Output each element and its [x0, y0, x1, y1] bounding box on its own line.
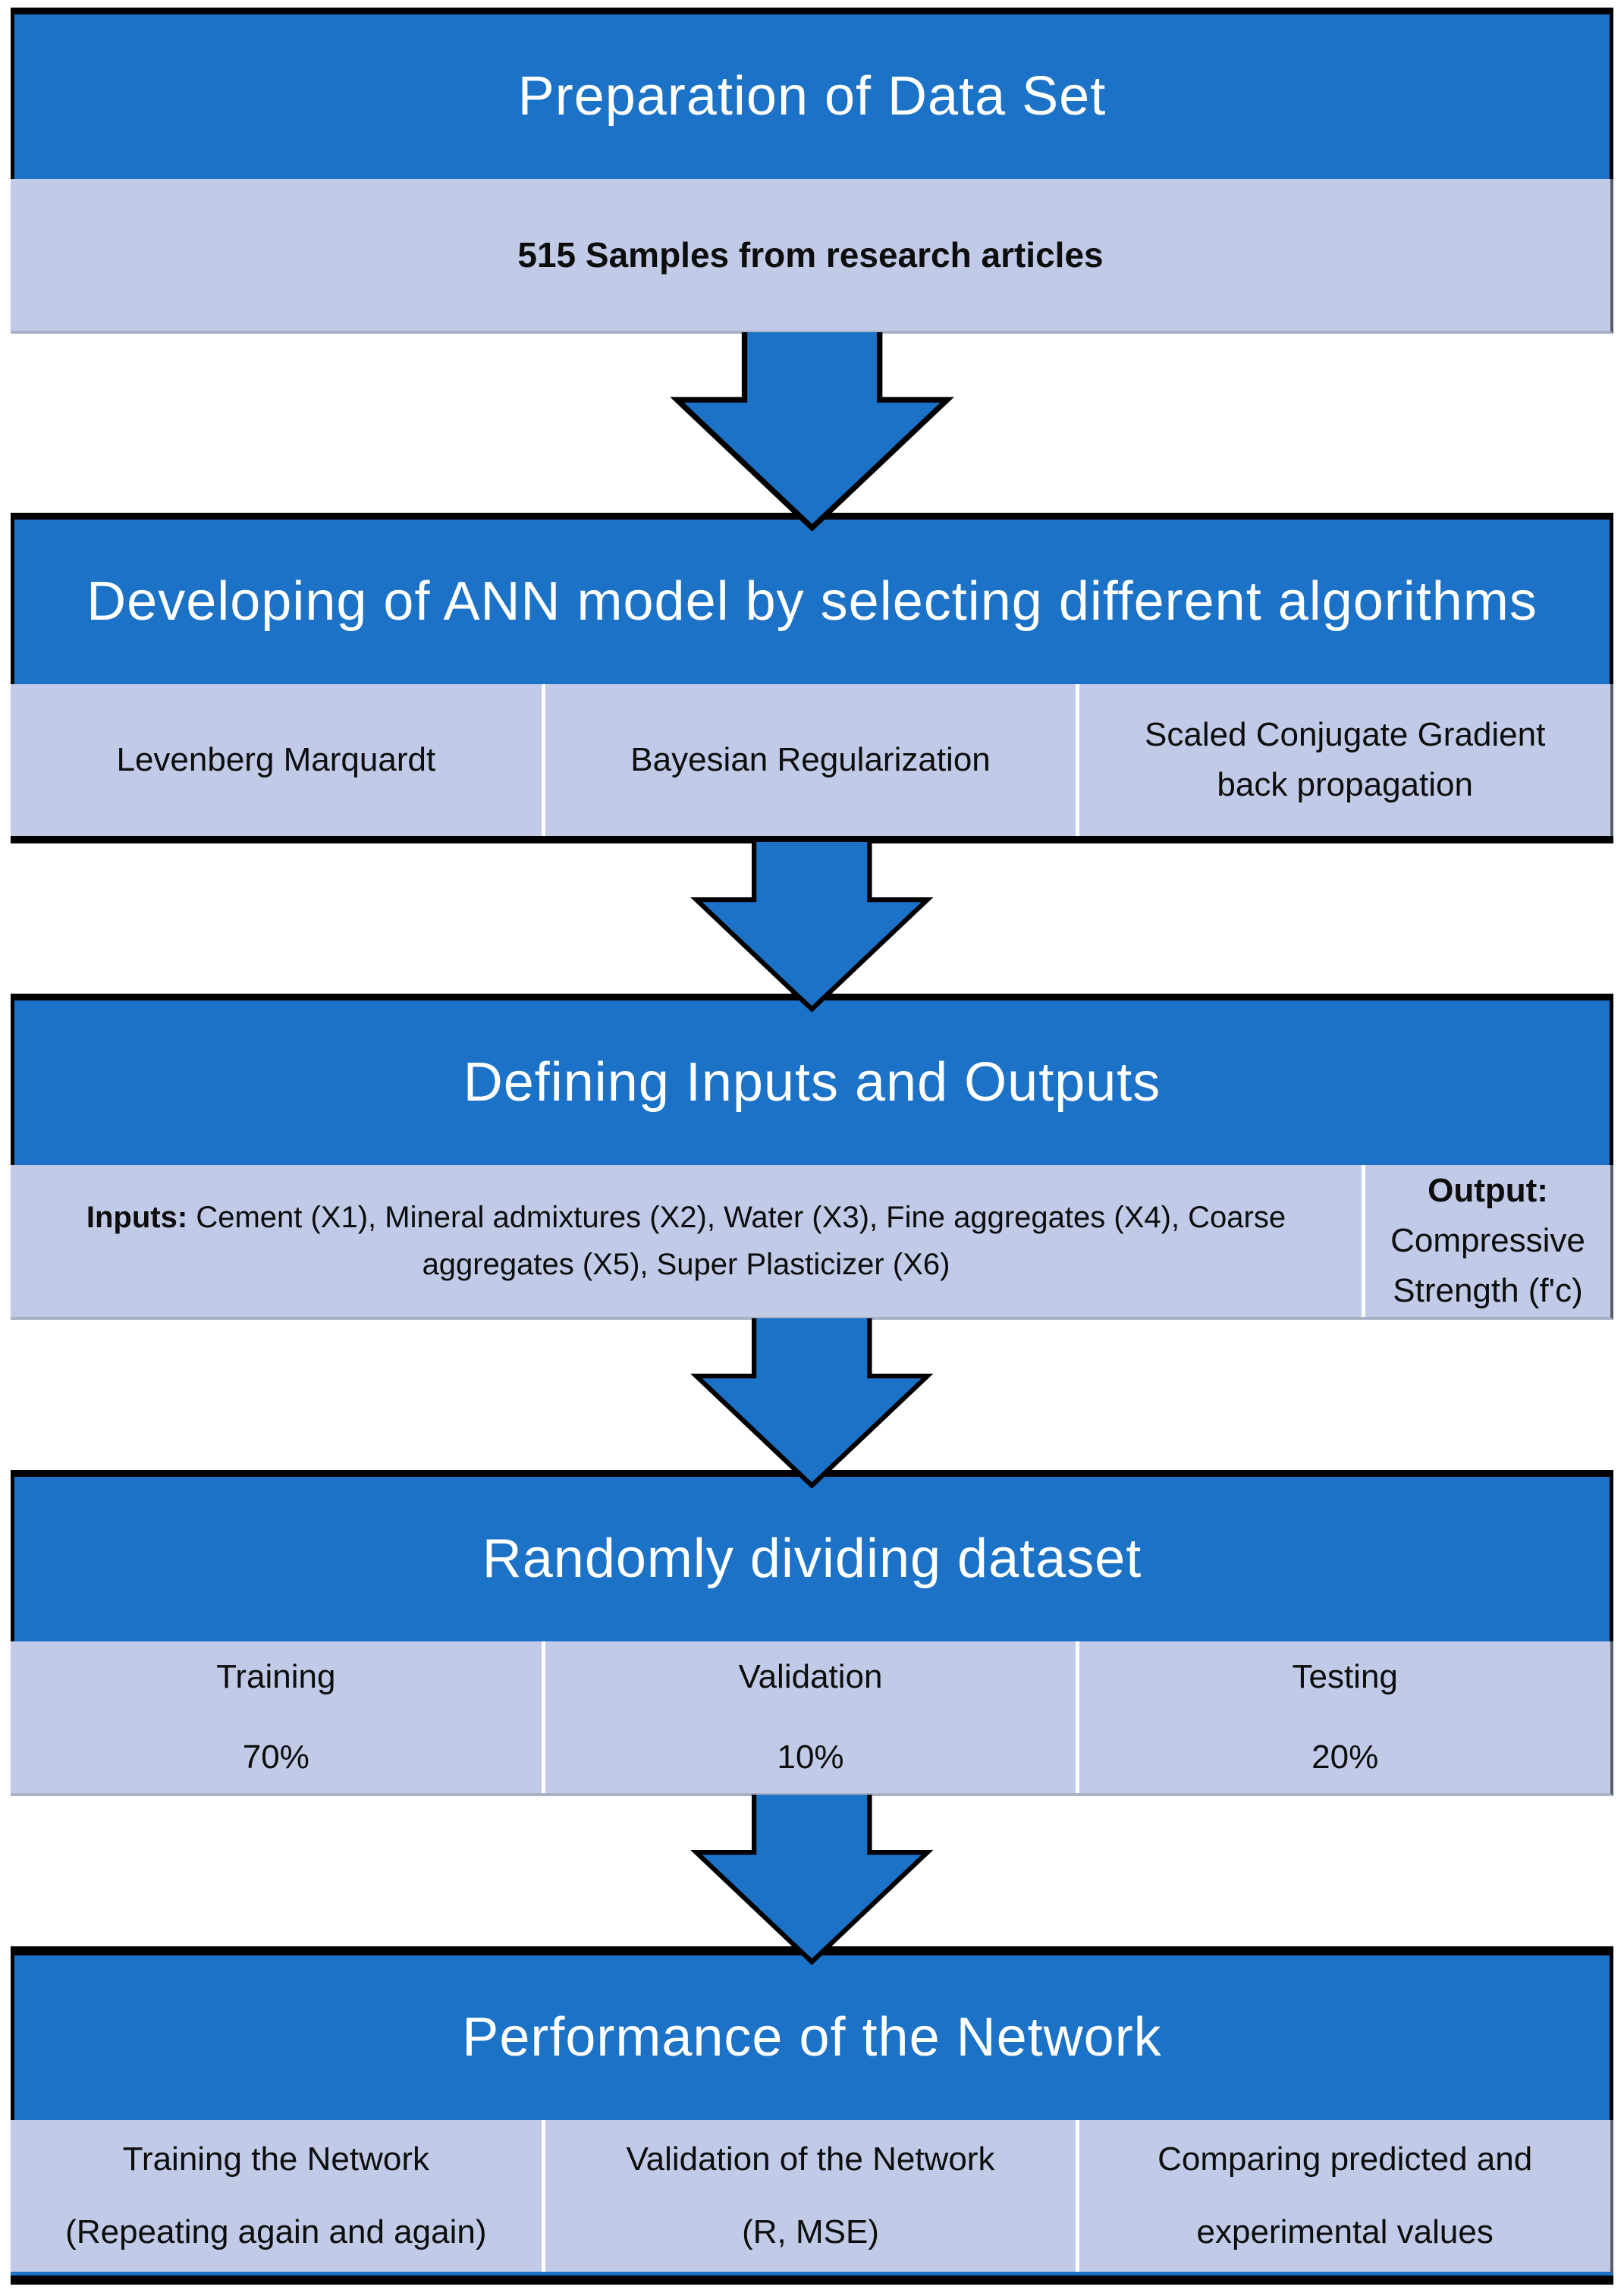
- block-row: Training 70% Validation 10% Testing 20%: [11, 1641, 1613, 1796]
- cell-comparing-values: Comparing predicted and experimental val…: [1076, 2120, 1610, 2272]
- output-line: Strength (f'c): [1393, 1272, 1583, 1309]
- block-title: Performance of the Network: [462, 2006, 1162, 2068]
- cell-line: Validation: [738, 1658, 883, 1695]
- down-arrow-icon: [690, 1318, 934, 1488]
- block-header: Randomly dividing dataset: [11, 1470, 1613, 1641]
- cell-scaled-conjugate-gradient: Scaled Conjugate Gradient back propagati…: [1076, 684, 1610, 836]
- cell-training-network: Training the Network (Repeating again an…: [11, 2120, 542, 2272]
- block-row: 515 Samples from research articles: [11, 179, 1613, 334]
- cell-line: Comparing predicted and: [1158, 2141, 1533, 2178]
- block-title: Randomly dividing dataset: [482, 1528, 1142, 1589]
- cell-testing: Testing 20%: [1076, 1641, 1610, 1793]
- cell-line: (Repeating again and again): [65, 2213, 487, 2250]
- inputs-text: Inputs: Cement (X1), Mineral admixtures …: [56, 1194, 1316, 1288]
- output-prefix: Output:: [1428, 1172, 1548, 1209]
- cell-line: Scaled Conjugate Gradient: [1145, 716, 1546, 753]
- down-arrow-icon: [690, 1795, 934, 1965]
- block-header: Preparation of Data Set: [11, 8, 1613, 179]
- connector: [0, 332, 1624, 531]
- cell-line: 515 Samples from research articles: [517, 235, 1104, 275]
- cell-validation: Validation 10%: [541, 1641, 1076, 1793]
- block-header: Developing of ANN model by selecting dif…: [11, 513, 1613, 684]
- connector: [0, 842, 1624, 1012]
- cell-samples: 515 Samples from research articles: [11, 179, 1610, 331]
- cell-output: Output: Compressive Strength (f'c): [1362, 1165, 1610, 1317]
- block-header: Performance of the Network: [11, 1946, 1613, 2120]
- block-preparation-of-data-set: Preparation of Data Set 515 Samples from…: [11, 8, 1613, 334]
- block-randomly-dividing-dataset: Randomly dividing dataset Training 70% V…: [11, 1470, 1613, 1796]
- block-performance-of-network: Performance of the Network Training the …: [11, 1946, 1613, 2285]
- cell-levenberg-marquardt: Levenberg Marquardt: [11, 684, 542, 836]
- block-row: Inputs: Cement (X1), Mineral admixtures …: [11, 1165, 1613, 1320]
- cell-line: back propagation: [1217, 766, 1473, 803]
- inputs-prefix: Inputs:: [86, 1201, 188, 1234]
- cell-percентage: 70%: [242, 1738, 309, 1776]
- cell-line: Training the Network: [122, 2141, 429, 2178]
- inputs-list: Cement (X1), Mineral admixtures (X2), Wa…: [196, 1201, 1286, 1281]
- cell-inputs: Inputs: Cement (X1), Mineral admixtures …: [11, 1165, 1362, 1317]
- cell-percentage: 20%: [1311, 1738, 1379, 1776]
- block-title: Preparation of Data Set: [517, 65, 1107, 127]
- cell-validation-network: Validation of the Network (R, MSE): [541, 2120, 1076, 2272]
- connector: [0, 1795, 1624, 1965]
- cell-bayesian-regularization: Bayesian Regularization: [541, 684, 1076, 836]
- block-row: Training the Network (Repeating again an…: [11, 2120, 1613, 2276]
- block-defining-inputs-outputs: Defining Inputs and Outputs Inputs: Ceme…: [11, 994, 1613, 1320]
- cell-line: experimental values: [1196, 2213, 1494, 2250]
- block-title: Developing of ANN model by selecting dif…: [86, 570, 1538, 632]
- cell-line: Training: [216, 1658, 336, 1695]
- down-arrow-icon: [690, 842, 934, 1012]
- block-title: Defining Inputs and Outputs: [463, 1051, 1161, 1113]
- block-row: Levenberg Marquardt Bayesian Regularizat…: [11, 684, 1613, 836]
- output-line: Compressive: [1390, 1222, 1585, 1259]
- down-arrow-icon: [670, 332, 954, 531]
- cell-line: Bayesian Regularization: [630, 741, 991, 778]
- cell-line: Testing: [1292, 1658, 1398, 1695]
- cell-line: Levenberg Marquardt: [116, 741, 436, 778]
- cell-percentage: 10%: [777, 1738, 844, 1776]
- cell-training: Training 70%: [11, 1641, 542, 1793]
- cell-line: (R, MSE): [742, 2213, 879, 2250]
- block-header: Defining Inputs and Outputs: [11, 994, 1613, 1165]
- block-developing-ann-model: Developing of ANN model by selecting dif…: [11, 513, 1613, 843]
- cell-line: Validation of the Network: [626, 2141, 995, 2178]
- connector: [0, 1318, 1624, 1488]
